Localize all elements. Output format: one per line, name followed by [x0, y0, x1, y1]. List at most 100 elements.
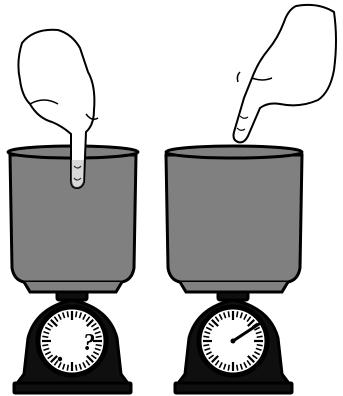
dial-tick [53, 359, 59, 366]
dial-tick [239, 363, 244, 370]
dial-tick [44, 326, 51, 331]
left-scale: ? [12, 284, 133, 395]
dial-tick [214, 359, 220, 366]
dial-tick [66, 311, 70, 318]
right-dial-ticks [203, 311, 263, 371]
dial-tick [218, 313, 223, 320]
left-dial-ticks [42, 311, 102, 371]
dial-tick [247, 355, 255, 363]
dial-tick [214, 316, 220, 323]
dial-tick [93, 326, 100, 331]
right-container-body [164, 153, 304, 284]
dial-tick [205, 326, 212, 331]
dial-tick [254, 326, 261, 331]
dial-tick [246, 359, 252, 366]
dial-tick [95, 335, 102, 339]
dial-tick [211, 319, 219, 327]
dial-tick [85, 316, 91, 323]
right-dial-pivot [230, 338, 236, 344]
left-hand-thumb [85, 113, 99, 121]
right-dial-icon [196, 304, 270, 378]
dial-tick [235, 311, 239, 318]
dial-tick [47, 322, 54, 328]
dial-tick [251, 354, 258, 360]
right-scale-foot [173, 381, 294, 395]
right-hand-outline [232, 3, 337, 144]
left-hand-crease [29, 99, 59, 105]
dial-tick [42, 335, 49, 339]
dial-tick [222, 312, 227, 319]
dial-tick [227, 364, 231, 371]
dial-tick [90, 354, 97, 360]
dial-tick [255, 347, 262, 352]
left-container [6, 144, 140, 294]
dial-tick [50, 319, 58, 327]
right-scale [173, 284, 294, 395]
dial-tick [256, 335, 263, 339]
right-container-rim [164, 144, 304, 160]
dial-tick [204, 330, 211, 335]
dial-tick [42, 343, 49, 347]
right-finger-knuckle [239, 115, 249, 119]
left-finger-knuckle [73, 165, 82, 169]
dial-tick [243, 362, 248, 369]
right-container [164, 144, 304, 294]
left-finger-submerged [71, 160, 84, 188]
dial-tick [82, 362, 87, 369]
dial-tick [218, 362, 223, 369]
right-hand-crease [251, 77, 273, 81]
dial-tick [205, 351, 212, 356]
dial-tick [93, 351, 100, 356]
dial-tick [47, 354, 54, 360]
dial-tick [208, 322, 215, 328]
dial-tick [243, 313, 248, 320]
left-dial-icon: ? [35, 304, 109, 378]
left-dial-pivot [57, 356, 63, 362]
dial-tick [246, 316, 252, 323]
right-dial-needle [231, 320, 264, 343]
right-finger-tip [236, 127, 246, 131]
dial-tick [78, 312, 83, 319]
dial-tick [256, 343, 263, 347]
dial-tick [203, 335, 210, 339]
dial-tick [43, 347, 50, 352]
dial-tick [85, 359, 91, 366]
left-hand-outline [17, 28, 96, 190]
dial-tick [204, 347, 211, 352]
left-container-bottom [22, 281, 124, 294]
dial-tick [94, 347, 101, 352]
dial-tick [255, 330, 262, 335]
dial-tick [53, 316, 59, 323]
dial-tick [57, 313, 62, 320]
left-setup: ? [6, 28, 140, 395]
dial-tick [94, 330, 101, 335]
right-hand-icon [232, 3, 337, 144]
dial-tick [95, 343, 102, 347]
dial-tick [74, 364, 78, 371]
dial-tick [66, 364, 70, 371]
dial-tick [254, 351, 261, 356]
dial-tick [61, 363, 66, 370]
dial-tick [227, 311, 231, 318]
dial-tick [78, 363, 83, 370]
dial-tick [239, 312, 244, 319]
dial-tick [208, 354, 215, 360]
dial-tick [50, 355, 58, 363]
left-hand-icon [17, 28, 99, 190]
right-setup [164, 3, 337, 395]
dial-tick [82, 313, 87, 320]
right-container-bottom [178, 281, 290, 294]
dial-tick [247, 319, 255, 327]
dial-tick [57, 362, 62, 369]
left-finger-tip [73, 177, 82, 181]
dial-tick [61, 312, 66, 319]
dial-tick [222, 363, 227, 370]
right-hand-thumb [236, 71, 241, 83]
dial-tick [44, 351, 51, 356]
dial-tick [43, 330, 50, 335]
left-scale-foot [12, 381, 133, 395]
dial-tick [203, 343, 210, 347]
left-dial-question-mark: ? [83, 330, 95, 356]
